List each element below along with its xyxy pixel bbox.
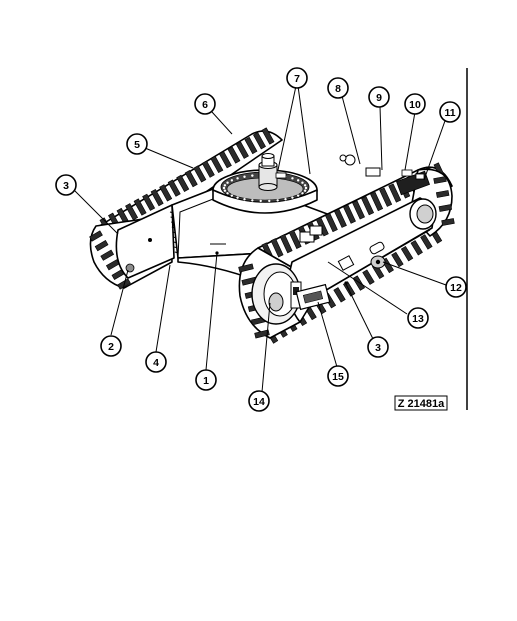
undercarriage-drawing [89,127,455,344]
svg-text:6: 6 [202,99,208,111]
callout-3-left: 3 [55,174,77,196]
callout-6: 6 [194,93,216,115]
carrier-mounts [299,154,381,243]
callout-15: 15 [327,365,349,387]
left-frame-bolt [148,238,152,242]
svg-text:9: 9 [376,92,382,104]
track-roller [370,255,386,269]
reference-code-box: Z 21481a [394,395,448,411]
callout-11: 11 [439,101,461,123]
callout-13: 13 [407,307,429,329]
left-side-frame [115,204,175,279]
callout-14: 14 [248,390,270,412]
svg-text:7: 7 [294,73,300,85]
idler-adjuster [295,283,331,311]
svg-text:3: 3 [375,342,381,354]
callout-10: 10 [404,93,426,115]
travel-drive [395,169,437,230]
callout-2: 2 [100,335,122,357]
svg-text:8: 8 [335,83,341,95]
svg-text:5: 5 [134,139,140,151]
svg-text:13: 13 [412,313,424,325]
svg-text:2: 2 [108,341,114,353]
callout-1: 1 [195,369,217,391]
callout-8: 8 [327,77,349,99]
svg-text:14: 14 [253,396,265,408]
svg-text:11: 11 [444,107,455,119]
svg-text:10: 10 [409,99,421,111]
svg-text:15: 15 [332,371,344,383]
callout-9: 9 [368,86,390,108]
leader-lines [73,85,447,393]
svg-text:1: 1 [203,375,209,387]
left-idler-hub [125,263,135,273]
callout-5: 5 [126,133,148,155]
front-idler [251,263,302,325]
reference-code: Z 21481a [398,398,445,410]
callout-7: 7 [286,67,308,89]
svg-text:3: 3 [63,180,69,192]
callout-4: 4 [145,351,167,373]
callout-12: 12 [445,276,467,298]
callout-3-right: 3 [367,336,389,358]
svg-text:4: 4 [153,357,159,369]
rotary-joint [258,153,287,191]
svg-text:12: 12 [450,282,462,294]
